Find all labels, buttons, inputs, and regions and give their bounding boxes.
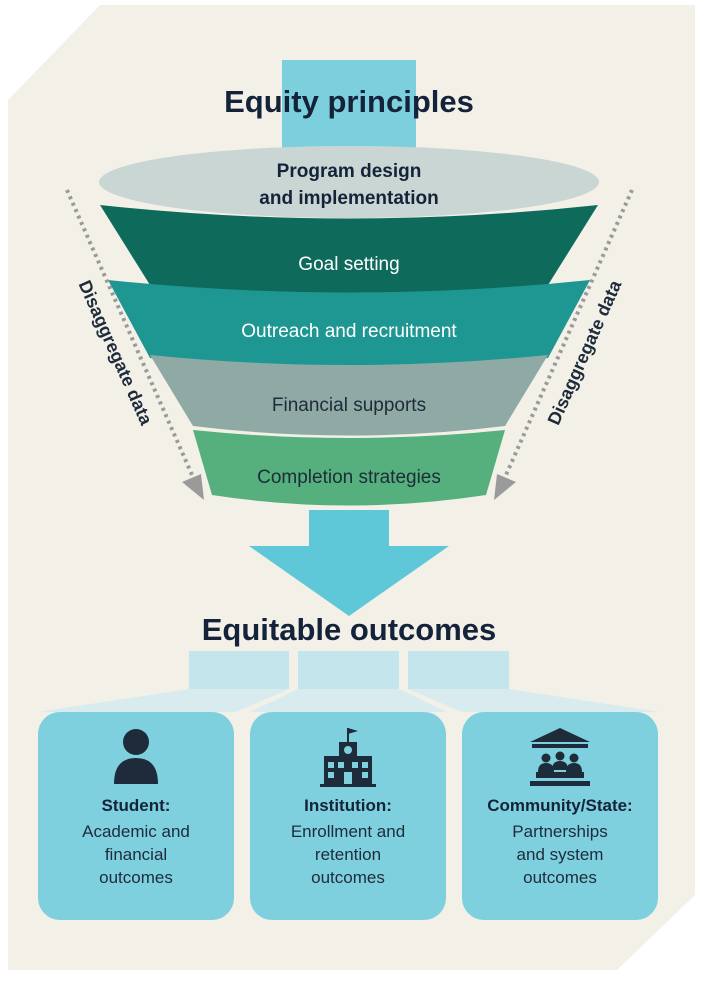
card-line: and system [516,845,604,864]
left-dotted-arrow-line [65,189,198,485]
card-body-community: Partnerships and system outcomes [472,820,648,889]
left-arrowhead [182,474,204,500]
person-icon [108,726,164,791]
connector-fan-1 [38,689,289,712]
equity-principles-heading: Equity principles [224,84,474,119]
funnel-layer-completion [193,430,505,506]
school-building-icon [318,726,378,793]
connector-fan-2 [250,689,447,712]
layer-label-outreach: Outreach and recruitment [241,321,457,342]
layer-label-goal-setting: Goal setting [298,254,399,275]
outcome-card-student: Student: Academic and financial outcomes [38,712,234,920]
card-line: outcomes [99,868,173,887]
connector-box-3 [408,651,509,689]
card-title-student: Student: [101,796,171,815]
card-line: outcomes [523,868,597,887]
card-line: retention [314,845,382,864]
funnel-layer-financial-supports [150,355,548,436]
outcome-card-institution: Institution: Enrollment and retention ou… [250,712,446,920]
connector-box-1 [189,651,289,689]
outcome-arrow [249,510,449,616]
card-body-institution: Enrollment and retention outcomes [260,820,436,889]
card-line: Enrollment and [290,822,406,841]
connector-box-2 [298,651,399,689]
funnel-top-ellipse [99,146,599,218]
card-line: outcomes [311,868,385,887]
card-body-student: Academic and financial outcomes [48,820,224,889]
card-line: Academic and [82,822,190,841]
connector-fan-3 [408,689,660,712]
equitable-outcomes-heading: Equitable outcomes [202,612,497,647]
right-dotted-arrow-line [500,189,634,485]
funnel-layer-goal-setting [100,205,598,295]
top-label-line-1: Program design [277,161,422,182]
card-title-community: Community/State: [487,796,633,815]
community-government-icon [528,726,592,793]
right-arrowhead [494,474,516,500]
layer-label-completion: Completion strategies [257,467,441,488]
outcome-card-community: Community/State: Partnerships and system… [462,712,658,920]
layer-label-financial-supports: Financial supports [272,395,426,416]
funnel-layer-outreach [108,280,590,369]
top-label-line-2: and implementation [259,188,438,209]
card-line: Partnerships [512,822,608,841]
card-line: financial [104,845,168,864]
card-title-institution: Institution: [304,796,392,815]
